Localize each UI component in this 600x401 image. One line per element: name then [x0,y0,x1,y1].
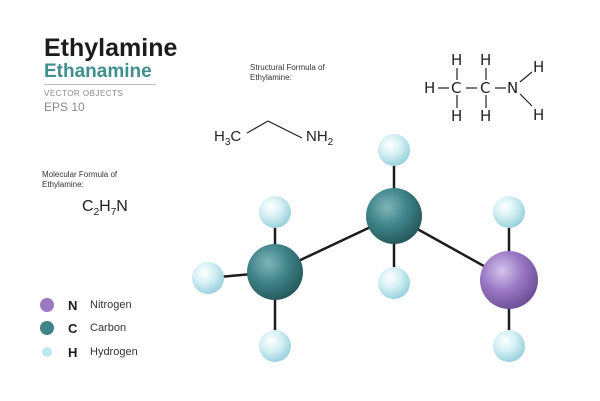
legend-symbol: N [68,297,78,313]
legend-item-hydrogen: H Hydrogen [40,343,138,361]
molecular-formula-label-line2: Ethylamine: [42,180,84,189]
legend-symbol: C [68,320,78,336]
carbon-atom [247,244,303,300]
molecular-formula-label: Molecular Formula of Ethylamine: [42,170,117,190]
carbon-swatch-icon [40,321,54,335]
molecular-formula: C2H7N [82,198,128,218]
bond-n-h-lower [519,93,533,107]
model-bonds [207,150,511,346]
skeletal-bonds [246,120,303,139]
eps-label: EPS 10 [44,100,85,114]
page-title: Ethylamine [44,34,178,62]
atom-h-top-1: H [451,51,462,69]
structural-formula-label: Structural Formula of Ethylamine: [250,63,325,83]
atom-h-bottom-2: H [480,107,491,125]
skeletal-nh-count: 2 [327,137,334,148]
bond-n-h-upper [519,71,533,83]
legend-item-carbon: C Carbon [40,319,126,337]
atom-n: N [507,79,518,97]
hydrogen-atom [493,196,525,228]
skeletal-nh2: NH2 [306,128,333,148]
legend-name: Carbon [90,322,127,334]
formula-c-count: 2 [93,207,100,219]
skeletal-bond-1 [246,120,269,134]
hydrogen-atom [259,330,291,362]
skeletal-h-count: 3 [224,137,231,148]
vector-objects-label: VECTOR OBJECTS [44,89,124,98]
skeletal-nh: NH [306,128,328,145]
skeletal-ch3: H3C [214,128,241,148]
nitrogen-swatch-icon [40,298,54,312]
formula-h: H [99,198,111,215]
formula-c: C [82,198,94,215]
legend-name: Nitrogen [90,299,132,311]
hydrogen-atom [378,134,410,166]
legend-name: Hydrogen [90,346,138,358]
formula-n: N [116,198,128,215]
skeletal-h: H [214,128,225,145]
hydrogen-swatch-icon [42,347,52,357]
hydrogen-atom [259,196,291,228]
legend-item-nitrogen: N Nitrogen [40,296,132,314]
atom-c-1: C [451,79,461,97]
hydrogen-atom [378,267,410,299]
formula-h-count: 7 [110,207,117,219]
skeletal-bond-2 [267,120,303,139]
atom-h-n-lower: H [533,106,544,124]
title-divider [44,84,156,85]
hydrogen-atom [192,262,224,294]
molecular-formula-label-line1: Molecular Formula of [42,170,118,179]
skeletal-c: C [230,128,242,145]
structural-formula-label-line1: Structural Formula of [250,63,325,72]
atom-h-top-2: H [480,51,491,69]
ball-and-stick-model [192,134,538,362]
carbon-atom [366,188,422,244]
page-subtitle: Ethanamine [44,61,152,82]
structural-formula-label-line2: Ethylamine: [250,73,292,82]
legend-symbol: H [68,344,78,360]
hydrogen-atom [493,330,525,362]
expanded-structural-formula: H H H C C N H H H H [424,51,544,125]
nitrogen-atom [480,251,538,309]
atom-h-n-upper: H [533,58,544,76]
atom-c-2: C [480,79,490,97]
atom-h-bottom-1: H [451,107,462,125]
atom-h-left: H [424,79,435,97]
